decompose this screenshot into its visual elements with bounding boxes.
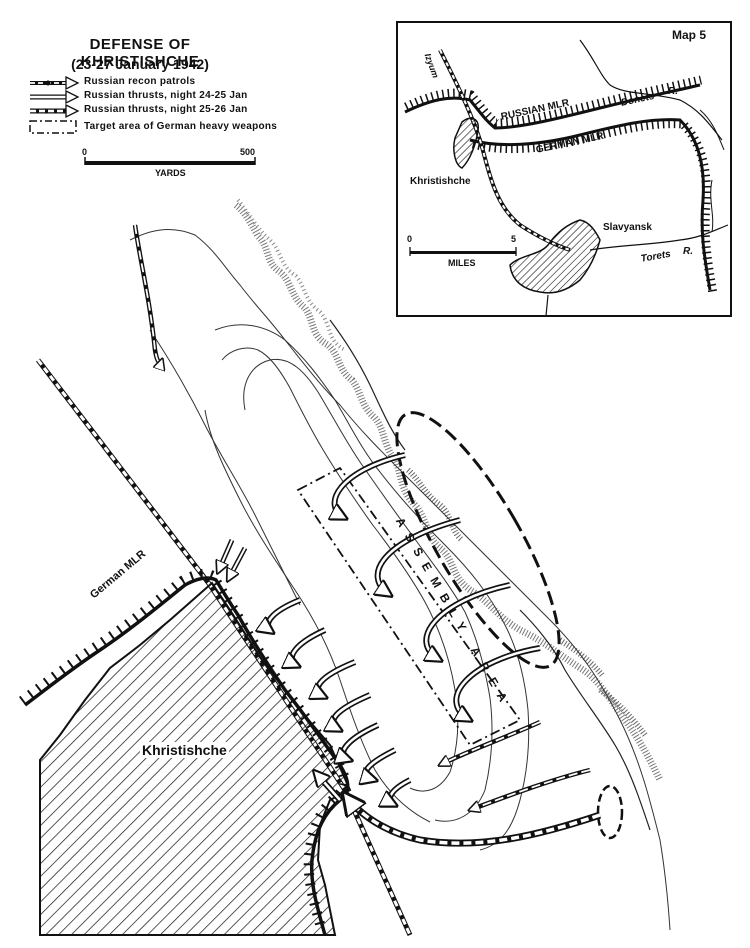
- inset-title: Map 5: [672, 28, 707, 42]
- assembly-area-outline: [395, 411, 561, 669]
- river-bank-stipple: [233, 198, 664, 782]
- river-channel: [329, 319, 651, 831]
- target-area-box: [296, 466, 522, 747]
- russian-thrusts-25-26: [315, 772, 602, 847]
- small-target-ellipse: [596, 784, 624, 840]
- inset-map: [396, 21, 732, 317]
- scale-end: 500: [240, 147, 256, 157]
- inset-khristishche-label: Khristishche: [410, 176, 471, 187]
- scale-unit: YARDS: [155, 168, 186, 178]
- inset-donets-r-label: R.: [668, 86, 678, 97]
- map-subtitle: (23-27 January 1942): [71, 56, 209, 72]
- russian-recon-patrols: [132, 224, 591, 810]
- russian-thrusts-24-25: [218, 452, 541, 805]
- inset-scale-end: 5: [511, 234, 517, 244]
- inset-torets-r-label: R.: [683, 246, 693, 257]
- inset-slavyansk-label: Slavyansk: [603, 222, 652, 233]
- legend-label-night-24-25: Russian thrusts, night 24-25 Jan: [84, 90, 248, 101]
- german-mlr-line: [18, 568, 350, 936]
- scale-start: 0: [82, 147, 88, 157]
- map-title: DEFENSE OF KHRISTISHCHE: [80, 36, 200, 70]
- inset-scale-start: 0: [407, 234, 413, 244]
- inset-scale-unit: MILES: [448, 258, 476, 268]
- legend-symbols: [29, 75, 80, 134]
- legend-label-night-25-26: Russian thrusts, night 25-26 Jan: [84, 104, 248, 115]
- contour-lines: [129, 229, 671, 931]
- dashed-double-arrow-icon: [30, 103, 80, 119]
- legend-label-target-area: Target area of German heavy weapons: [84, 121, 278, 132]
- dash-dot-box-icon: [29, 120, 77, 134]
- khristishche-town-area: [39, 581, 352, 936]
- legend-label-recon: Russian recon patrols: [84, 76, 196, 87]
- double-line-arrow-icon: [30, 89, 80, 105]
- khristishche-label: Khristishche: [140, 742, 229, 758]
- recon-patrol-arrow-icon: [30, 75, 80, 91]
- scale-bar: [84, 157, 256, 165]
